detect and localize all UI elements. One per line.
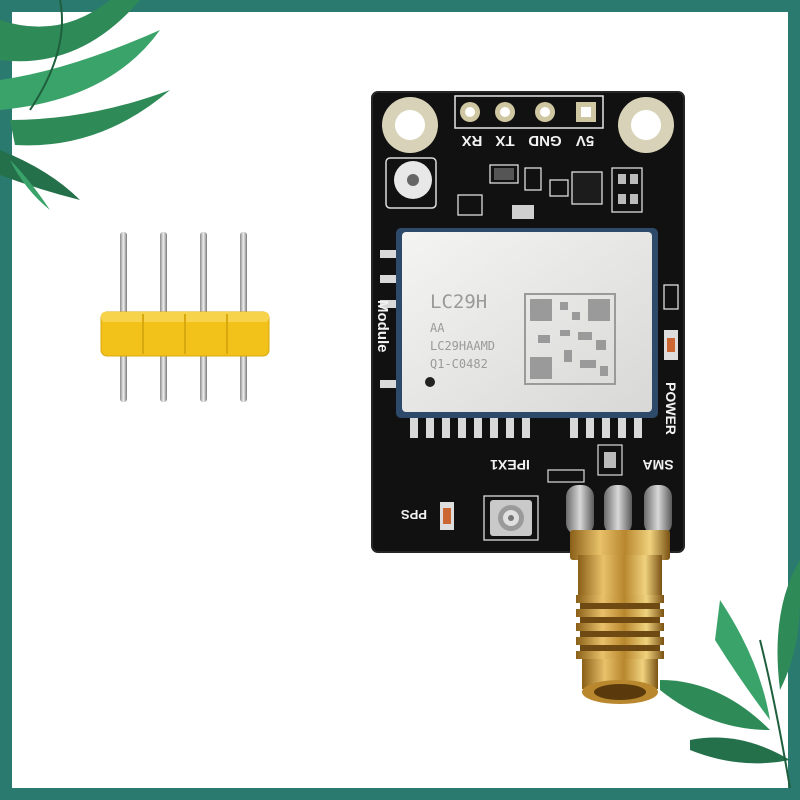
pin-label-gnd: GND [528, 132, 562, 149]
sma-solder-posts [566, 485, 672, 535]
ipex-label: IPEX1 [490, 457, 530, 473]
module-pads [380, 250, 642, 438]
chip-line-3: Q1-C0482 [430, 357, 488, 371]
gps-module-board: RX TX GND 5V LC29H [371, 91, 685, 553]
pin-label-5v: 5V [576, 132, 594, 149]
power-led [663, 284, 679, 360]
sma-label: SMA [642, 457, 673, 473]
chip-line-1: AA [430, 321, 445, 335]
module-label: Module [374, 300, 391, 353]
leaf-decoration-bottom-right [660, 560, 800, 789]
round-component [385, 157, 437, 209]
gnss-module-shield: LC29H AA LC29HAAMD Q1-C0482 [396, 228, 658, 418]
pin-label-rx: RX [462, 132, 483, 149]
mounting-hole [382, 97, 438, 153]
pps-label: PPS [401, 507, 427, 522]
header-pads [454, 95, 604, 129]
leaf-decoration-top-left [0, 0, 170, 210]
mounting-hole [618, 97, 674, 153]
qr-code [524, 293, 616, 385]
ipex-connector [483, 495, 539, 541]
pin-header [100, 232, 270, 402]
chip-line-2: LC29HAAMD [430, 339, 495, 353]
power-label: POWER [663, 382, 679, 435]
chip-model: LC29H [430, 291, 487, 313]
smd-components [457, 164, 643, 219]
sma-connector [570, 530, 670, 704]
pin-label-tx: TX [495, 132, 514, 149]
bottom-smd-components [547, 444, 623, 483]
